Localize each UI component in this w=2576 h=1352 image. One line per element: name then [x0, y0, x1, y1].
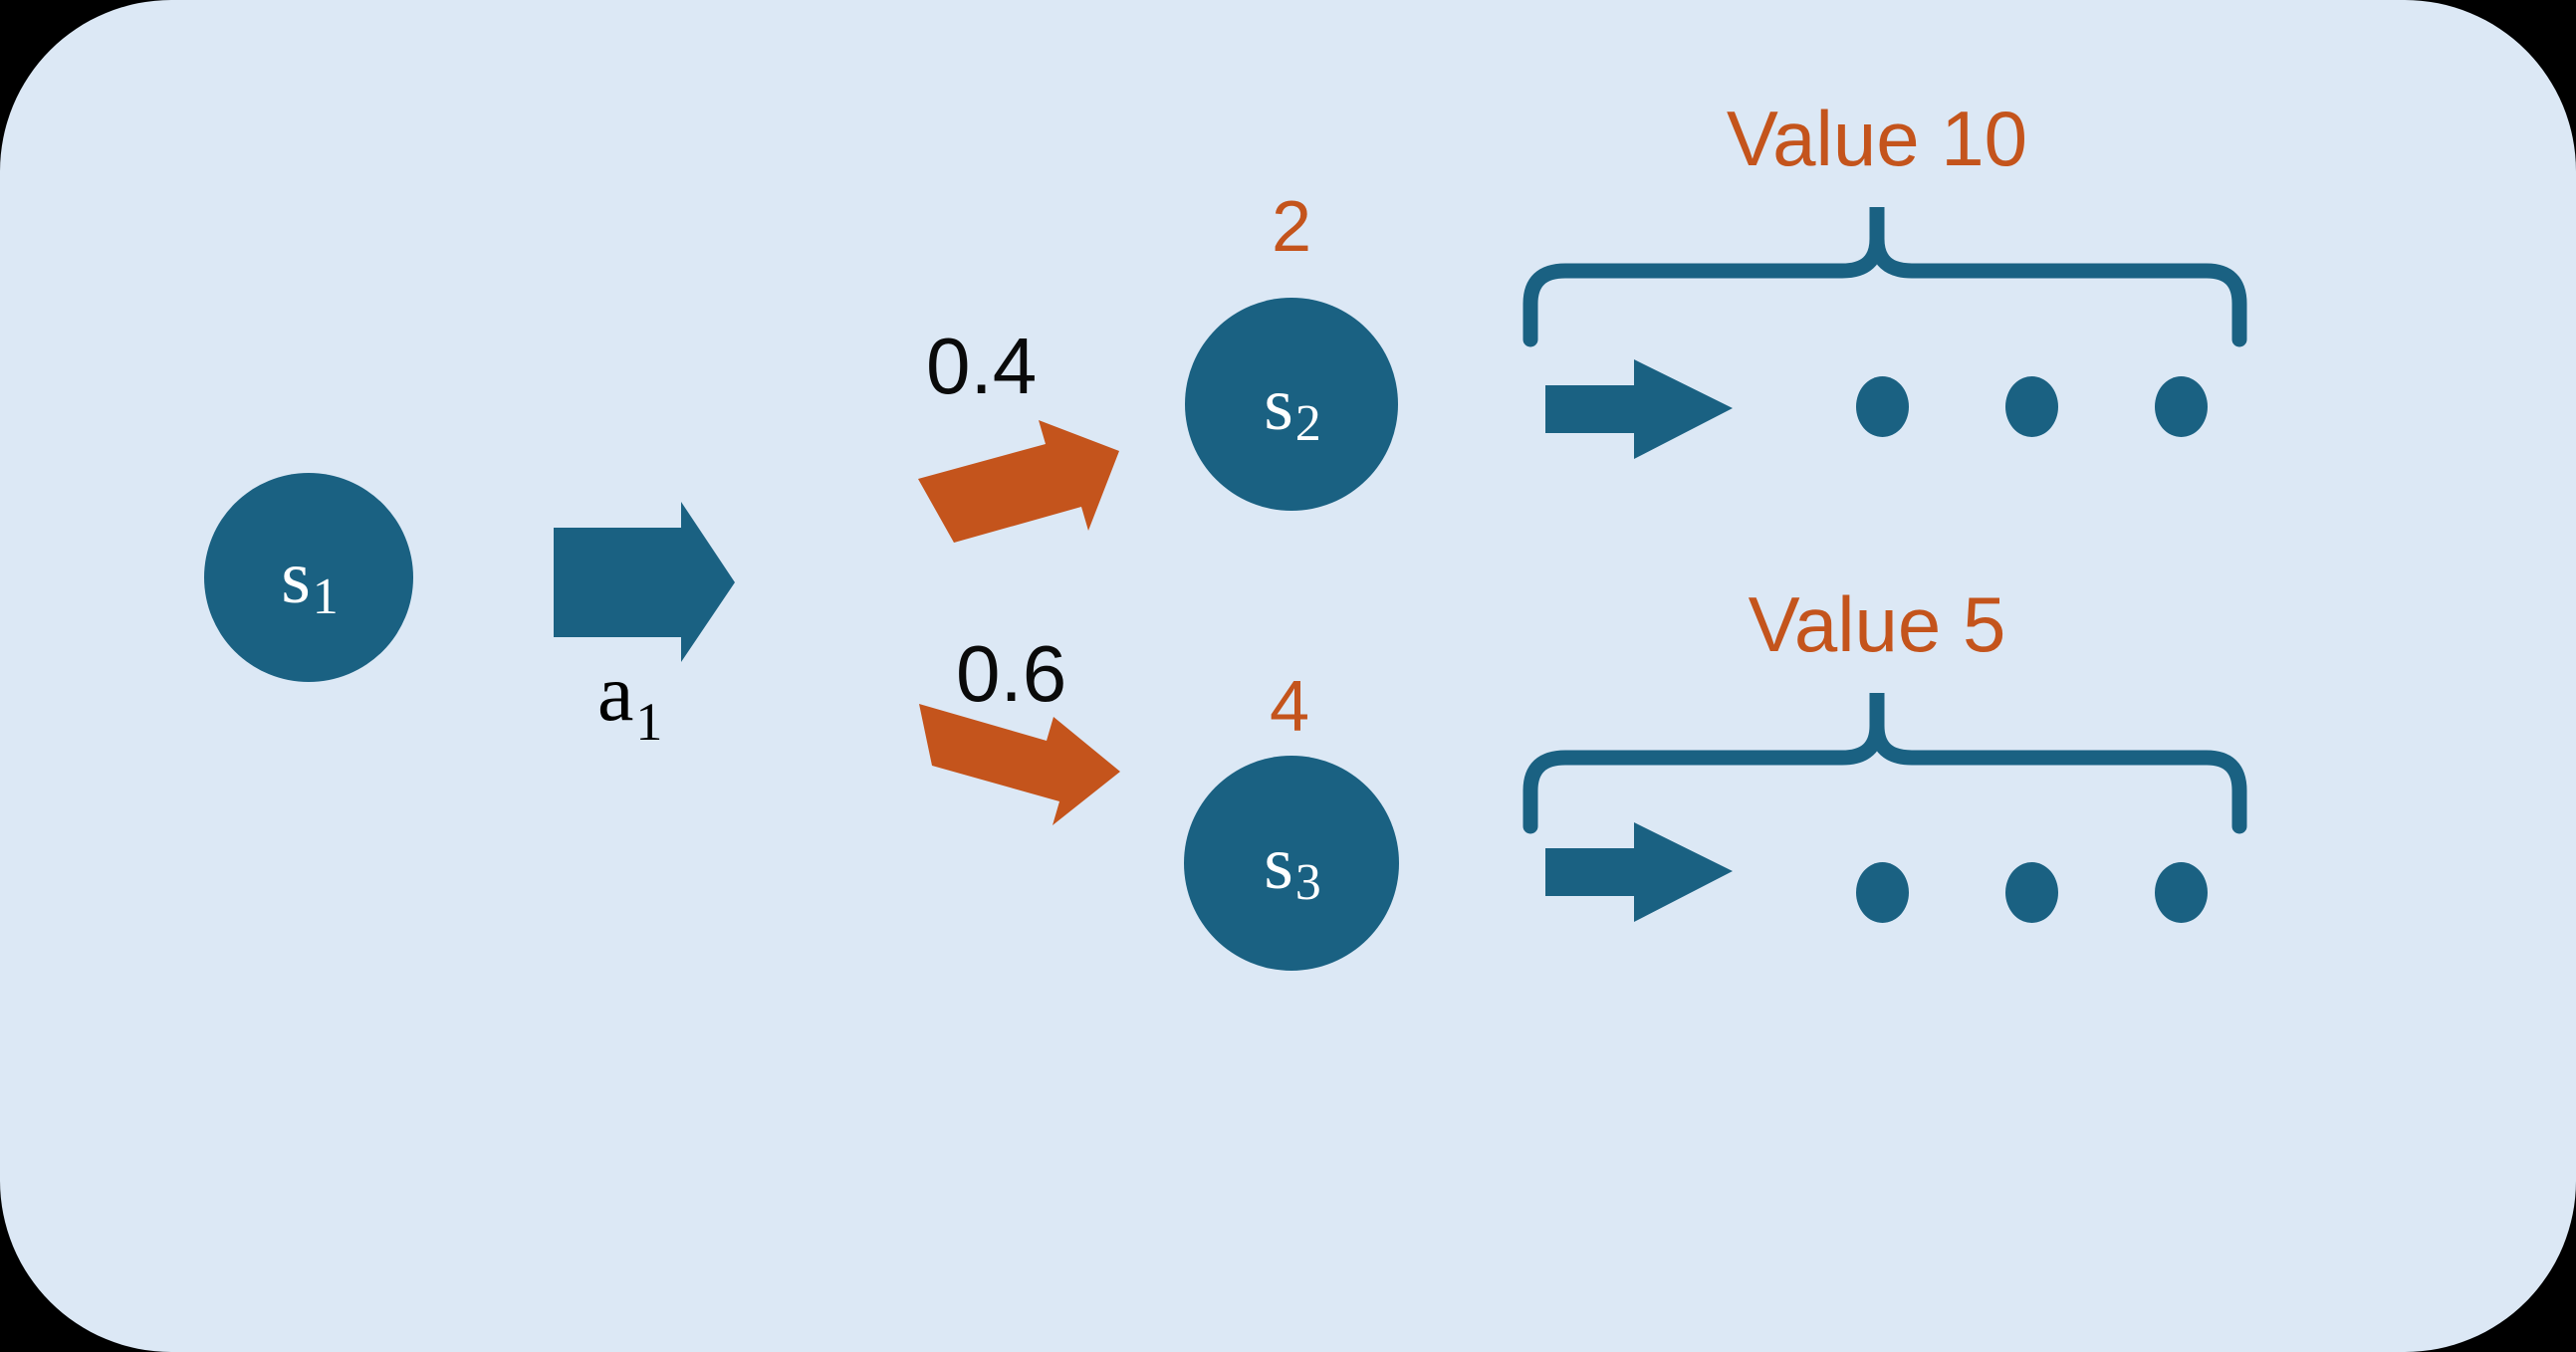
- trajectory-dot-bottom-2: [2005, 862, 2058, 923]
- value-label-top: Value 10: [1726, 95, 2028, 182]
- action-arrow-a1: [554, 502, 735, 662]
- trajectory-dot-bottom-3: [2155, 862, 2208, 923]
- probability-label-0-6: 0.6: [956, 629, 1067, 718]
- action-label-a1: a1: [597, 652, 662, 750]
- state-node-s1-subscript: 1: [312, 568, 339, 625]
- reward-label-s2: 2: [1271, 187, 1312, 267]
- branch-arrow-bottom: [1545, 822, 1733, 922]
- state-node-s1-base: s: [281, 536, 311, 619]
- brace-bottom: [1522, 693, 2247, 834]
- state-node-s2-base: s: [1264, 362, 1293, 446]
- value-label-bottom: Value 5: [1748, 580, 2006, 668]
- trajectory-dot-top-1: [1856, 376, 1909, 437]
- state-node-s3-subscript: 3: [1294, 854, 1321, 911]
- transition-arrow-0-6: [919, 704, 1120, 825]
- action-label-subscript: 1: [635, 692, 663, 752]
- action-label-base: a: [597, 647, 634, 738]
- probability-label-0-4: 0.4: [926, 322, 1038, 410]
- trajectory-dot-top-2: [2005, 376, 2058, 437]
- reward-label-s3: 4: [1269, 667, 1310, 747]
- trajectory-dot-bottom-1: [1856, 862, 1909, 923]
- trajectory-dot-top-3: [2155, 376, 2208, 437]
- state-node-s3-base: s: [1264, 821, 1293, 905]
- transition-arrow-0-4: [918, 420, 1119, 543]
- branch-arrow-top: [1545, 359, 1733, 459]
- brace-top: [1522, 207, 2247, 347]
- state-node-s2-subscript: 2: [1294, 395, 1321, 452]
